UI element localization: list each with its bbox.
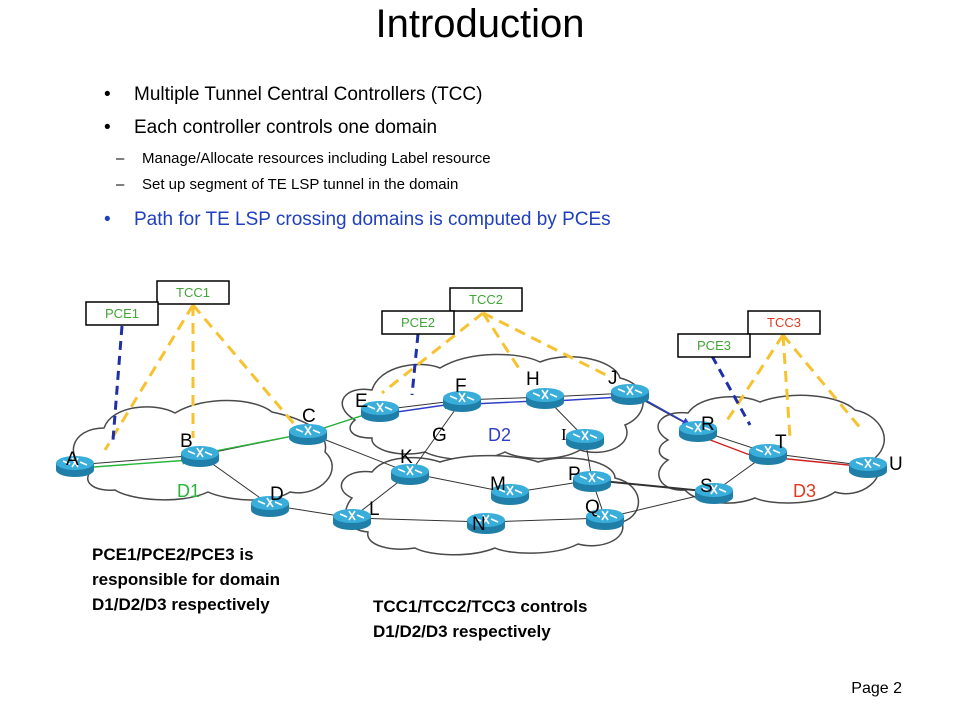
node-label-d: D — [270, 484, 284, 505]
slide-title: Introduction — [375, 2, 585, 46]
node-label-i: I — [561, 425, 567, 444]
pce-note-line: D1/D2/D3 respectively — [92, 595, 270, 614]
sub-bullet-2: Set up segment of TE LSP tunnel in the d… — [142, 176, 459, 193]
node-label-t: T — [775, 432, 787, 453]
pce-note: PCE1/PCE2/PCE3 is responsible for domain… — [92, 542, 280, 617]
node-label-e: E — [355, 391, 368, 412]
node-label-p: P — [568, 464, 581, 485]
node-label-q: Q — [585, 497, 600, 518]
tcc3-box — [747, 310, 821, 335]
node-label-s: S — [700, 476, 713, 497]
router-h — [525, 387, 565, 410]
tcc3-label: TCC3 — [767, 315, 801, 330]
bullet-1: Multiple Tunnel Central Controllers (TCC… — [134, 84, 483, 105]
router-c — [288, 423, 328, 446]
tcc-note-line: D1/D2/D3 respectively — [373, 622, 551, 641]
node-label-n: N — [472, 514, 486, 535]
domain-label-d2: D2 — [488, 425, 511, 445]
pce-lines — [111, 325, 752, 441]
node-label-j: J — [608, 368, 618, 389]
node-label-b: B — [180, 431, 193, 452]
pce-note-line: responsible for domain — [92, 570, 280, 589]
node-label-u: U — [889, 454, 903, 475]
bullet-dot: • — [104, 117, 111, 138]
pce2-label: PCE2 — [401, 315, 435, 330]
tcc1-label: TCC1 — [176, 285, 210, 300]
pce3-box — [677, 333, 751, 358]
pce-note-line: PCE1/PCE2/PCE3 is — [92, 545, 254, 564]
bullet-dot: • — [104, 84, 111, 105]
node-label-l: L — [369, 499, 380, 520]
pce3-label: PCE3 — [697, 338, 731, 353]
node-label-m: M — [490, 474, 506, 495]
sub-bullet-dash: – — [116, 176, 125, 193]
pce2-box — [381, 310, 455, 335]
node-label-r: R — [701, 414, 715, 435]
pce1-label: PCE1 — [105, 306, 139, 321]
router-i — [565, 428, 605, 451]
domain-label-d3: D3 — [793, 481, 816, 501]
tcc2-box — [449, 287, 523, 312]
tcc-control-lines — [103, 304, 864, 451]
node-label-c: C — [302, 406, 316, 427]
router-u — [848, 456, 888, 479]
bullet-list: • Multiple Tunnel Central Controllers (T… — [0, 0, 960, 240]
bullet-3: Path for TE LSP crossing domains is comp… — [134, 209, 611, 230]
node-label-f: F — [455, 376, 467, 397]
pce1-box — [85, 301, 159, 326]
node-label-h: H — [526, 369, 540, 390]
node-label-a: A — [66, 449, 79, 470]
router-l — [332, 508, 372, 531]
bullet-dot: • — [104, 209, 111, 230]
domain-label-d1: D1 — [177, 481, 200, 501]
node-label-g: G — [432, 425, 447, 446]
bullet-2: Each controller controls one domain — [134, 117, 438, 138]
page-number: Page 2 — [851, 680, 902, 697]
tcc-note-line: TCC1/TCC2/TCC3 controls — [373, 597, 588, 616]
tcc1-box — [156, 280, 230, 305]
tcc-note: TCC1/TCC2/TCC3 controls D1/D2/D3 respect… — [373, 594, 587, 644]
sub-bullet-dash: – — [116, 150, 125, 167]
node-label-k: K — [400, 447, 413, 468]
tcc2-label: TCC2 — [469, 292, 503, 307]
sub-bullet-1: Manage/Allocate resources including Labe… — [142, 150, 491, 167]
